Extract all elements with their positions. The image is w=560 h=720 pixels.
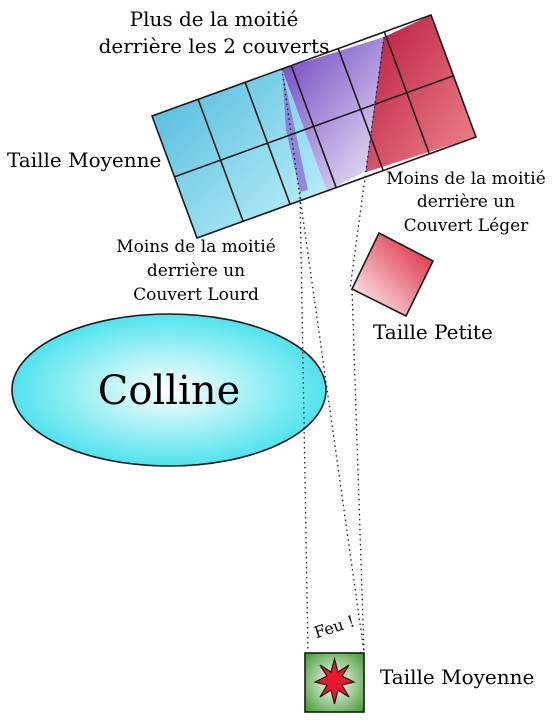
label-heavy-line3: Couvert Lourd [133,285,259,305]
hill-ellipse [11,313,327,467]
fire-burst-icon [313,656,356,705]
medium-target-top [150,13,478,240]
label-top-line1: Plus de la moitié [130,7,299,31]
label-heavy-line2: derrière un [147,261,245,281]
label-top-line2: derrière les 2 couverts [99,34,330,58]
label-fire: Feu ! [312,611,357,642]
lines-of-sight [281,36,385,653]
label-light-line1: Moins de la moitié [386,169,546,189]
label-light-line3: Couvert Léger [404,216,530,236]
label-light-line2: derrière un [417,192,515,212]
label-medium-bottom: Taille Moyenne [380,665,534,689]
label-hill: Colline [98,368,241,414]
red-zone [366,15,476,172]
label-heavy-line1: Moins de la moitié [116,237,276,257]
violet-wedge-left [282,69,308,192]
small-target [350,231,435,318]
label-medium-left: Taille Moyenne [7,148,161,172]
shooter-medium [304,652,365,713]
label-small: Taille Petite [373,320,493,344]
